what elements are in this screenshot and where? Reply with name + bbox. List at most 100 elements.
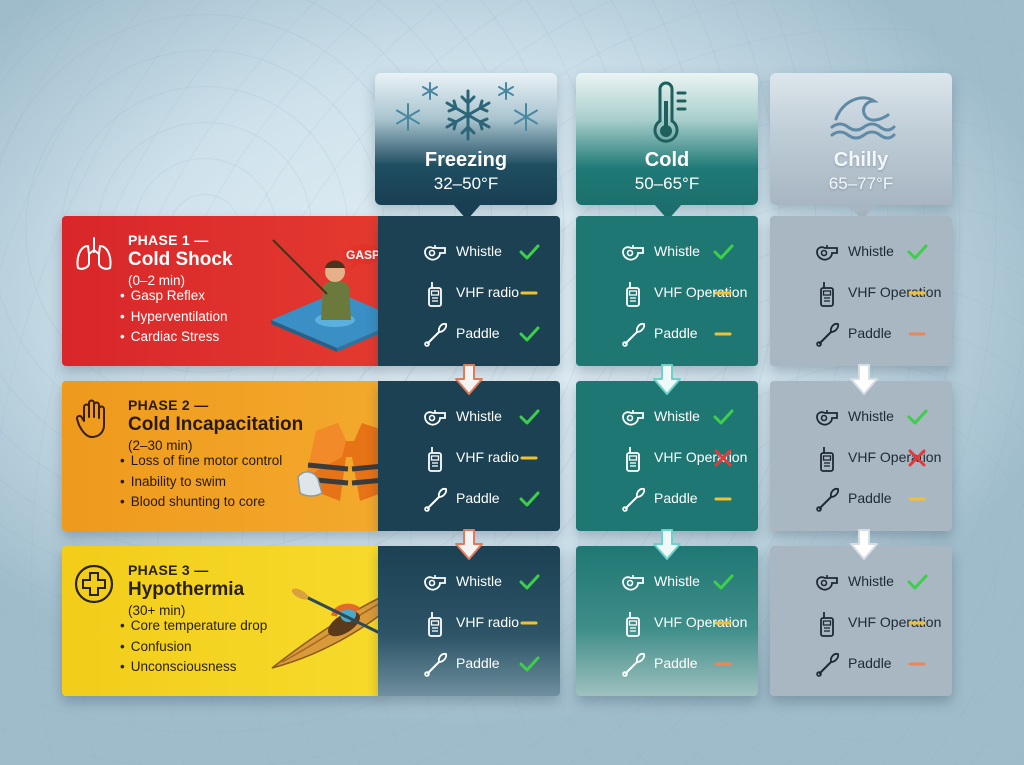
- equipment-item: Paddle: [378, 644, 560, 684]
- status-check-icon: [518, 653, 540, 675]
- equipment-label: Whistle: [654, 573, 700, 589]
- equipment-label: Whistle: [456, 243, 502, 259]
- equipment-label: Whistle: [848, 408, 894, 424]
- status-check-icon: [518, 241, 540, 263]
- list-item: Loss of fine motor control: [120, 451, 283, 472]
- equipment-label: Whistle: [654, 408, 700, 424]
- list-item: Cardiac Stress: [120, 327, 228, 348]
- column-title: Chilly: [833, 149, 889, 171]
- phase-title: Cold Shock: [128, 249, 233, 270]
- equipment-label: Whistle: [456, 408, 502, 424]
- radio-icon: [814, 446, 840, 472]
- equipment-label: VHF Operation: [848, 614, 942, 630]
- whistle-icon: [422, 240, 448, 266]
- equipment-item: Whistle: [770, 397, 952, 437]
- equipment-item: VHF Operation: [576, 603, 758, 643]
- column-header-cold: Cold 50–65°F: [576, 73, 758, 220]
- status-dash-icon: [712, 282, 734, 304]
- equipment-label: Whistle: [654, 243, 700, 259]
- list-item: Confusion: [120, 637, 267, 658]
- phase-1-card: PHASE 1 — Cold Shock (0–2 min) Gasp Refl…: [62, 216, 403, 366]
- list-item: Blood shunting to core: [120, 492, 282, 513]
- column-title: Freezing: [424, 149, 508, 171]
- equipment-label: Whistle: [848, 243, 894, 259]
- snowflake-icon: [396, 82, 538, 141]
- equipment-label: Paddle: [456, 655, 500, 671]
- phase-symptom-list: Gasp Reflex Hyperventilation Cardiac Str…: [120, 286, 228, 348]
- down-arrow-icon: [651, 529, 683, 561]
- equipment-item: Whistle: [378, 397, 560, 437]
- equipment-label: VHF radio: [456, 284, 520, 300]
- equipment-label: Paddle: [848, 655, 892, 671]
- radio-icon: [422, 446, 448, 472]
- column-range: 32–50°F: [433, 174, 499, 193]
- radio-icon: [422, 611, 448, 637]
- paddle-icon: [620, 322, 646, 348]
- radio-icon: [814, 281, 840, 307]
- equipment-label: Paddle: [654, 490, 698, 506]
- paddle-icon: [814, 652, 840, 678]
- radio-icon: [620, 281, 646, 307]
- status-dash-icon: [712, 612, 734, 634]
- phase-time: (0–2 min): [128, 273, 186, 288]
- equipment-item: VHF radio: [378, 438, 560, 478]
- equipment-label: Whistle: [848, 573, 894, 589]
- down-arrow-icon: [453, 364, 485, 396]
- whistle-icon: [814, 240, 840, 266]
- status-check-icon: [712, 406, 734, 428]
- whistle-icon: [814, 405, 840, 431]
- wave-icon: [830, 96, 896, 140]
- whistle-icon: [620, 405, 646, 431]
- equipment-label: Paddle: [654, 325, 698, 341]
- radio-icon: [620, 611, 646, 637]
- equipment-item: Whistle: [576, 562, 758, 602]
- column-header-freezing: Freezing 32–50°F: [375, 73, 557, 220]
- status-dash-icon: [906, 653, 928, 675]
- paddle-icon: [814, 322, 840, 348]
- status-check-icon: [906, 241, 928, 263]
- paddle-icon: [422, 652, 448, 678]
- phase-2-card: PHASE 2 — Cold Incapacitation (2–30 min)…: [62, 381, 398, 531]
- phase-label: PHASE 1 —: [128, 232, 209, 248]
- list-item: Core temperature drop: [120, 616, 268, 637]
- phase-title: Cold Incapacitation: [128, 414, 304, 435]
- equipment-item: Paddle: [770, 644, 952, 684]
- status-check-icon: [518, 323, 540, 345]
- equipment-label: Paddle: [848, 325, 892, 341]
- column-title: Cold: [644, 149, 690, 171]
- down-arrow-icon: [651, 364, 683, 396]
- paddle-icon: [620, 652, 646, 678]
- thermometer-icon: [653, 81, 687, 143]
- list-item: Gasp Reflex: [120, 286, 228, 307]
- status-dash-icon: [712, 488, 734, 510]
- equipment-label: Paddle: [654, 655, 698, 671]
- phase-time: (30+ min): [128, 603, 186, 618]
- phase-title: Hypothermia: [128, 579, 245, 600]
- status-check-icon: [518, 406, 540, 428]
- equipment-label: VHF radio: [456, 449, 520, 465]
- radio-icon: [814, 611, 840, 637]
- status-dash-icon: [906, 282, 928, 304]
- paddle-icon: [422, 487, 448, 513]
- equipment-label: VHF Operation: [654, 284, 748, 300]
- gasp-bubble-text: GASP: [346, 248, 380, 262]
- whistle-icon: [422, 405, 448, 431]
- whistle-icon: [422, 570, 448, 596]
- equipment-item: VHF radio: [378, 603, 560, 643]
- phase-symptom-list: Core temperature drop Confusion Unconsci…: [120, 616, 268, 678]
- equipment-item: VHF radio: [378, 273, 560, 313]
- column-range: 50–65°F: [634, 174, 700, 193]
- status-check-icon: [712, 241, 734, 263]
- paddle-icon: [422, 322, 448, 348]
- down-arrow-icon: [848, 364, 880, 396]
- list-item: Unconsciousness: [120, 657, 267, 678]
- equipment-item: Whistle: [378, 562, 560, 602]
- phase-time: (2–30 min): [128, 438, 193, 453]
- whistle-icon: [814, 570, 840, 596]
- equipment-label: Paddle: [848, 490, 892, 506]
- down-arrow-icon: [453, 529, 485, 561]
